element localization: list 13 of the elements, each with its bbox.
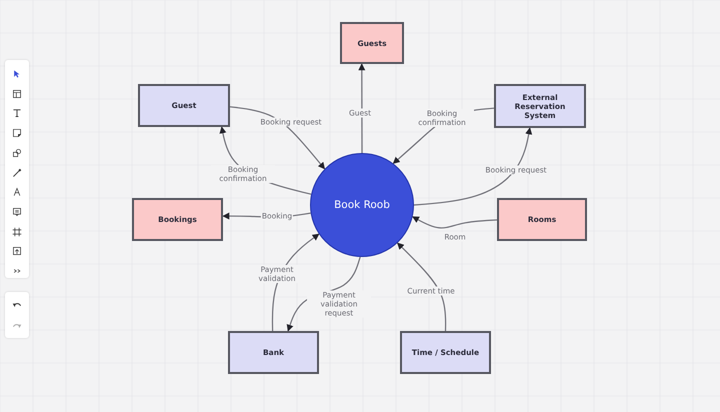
entity-box — [138, 84, 230, 127]
entity-box — [400, 331, 491, 374]
arrow — [414, 127, 532, 206]
entity-box — [228, 331, 319, 374]
arrow — [230, 106, 326, 170]
entity-box — [340, 22, 404, 64]
arrow — [396, 242, 446, 331]
node-label: Book Roob — [333, 198, 391, 212]
entity-box — [497, 198, 587, 241]
entity-box — [132, 198, 223, 241]
arrow — [358, 63, 366, 153]
entity-box — [494, 84, 586, 128]
arrow — [412, 216, 498, 228]
